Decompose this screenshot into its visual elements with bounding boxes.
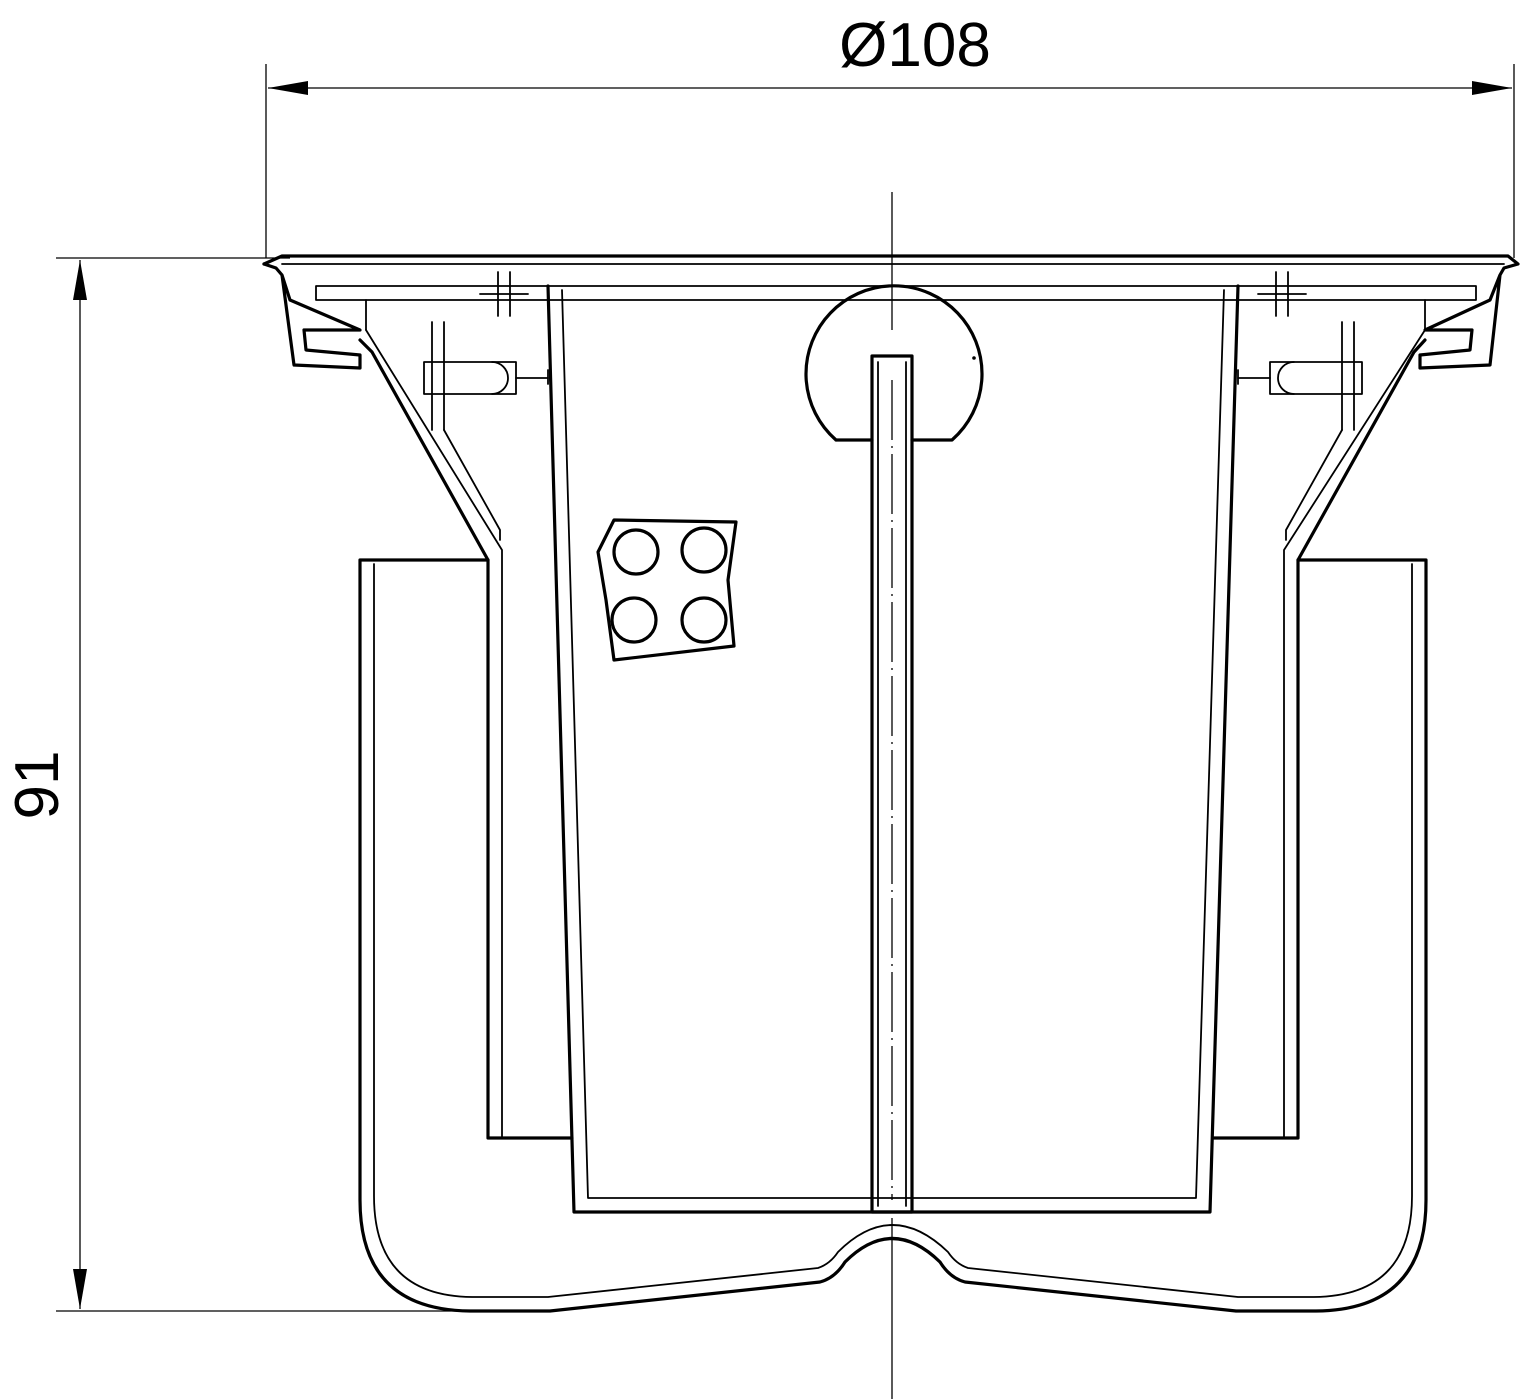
right-latch [1237,271,1363,541]
bucket-inner [561,289,1225,1199]
inner-bucket [546,284,1240,1214]
outer-basin [358,558,1428,1313]
handle-dot [972,356,976,360]
grate-frame [315,285,1477,301]
funnel-right-outer [1212,338,1427,1140]
perforation-hole-2 [680,526,728,574]
height-label: 91 [3,751,72,820]
funnel-left-inner [365,329,503,1139]
left-latch [423,271,549,541]
perforation-hole-1 [612,528,660,576]
bucket-outer [546,284,1240,1214]
right-latch-tip [1277,361,1295,395]
height-dimension: 91 [3,257,470,1312]
basin-inner-wall [373,563,1413,1298]
right-latch-spring [1285,429,1343,541]
perforation-plate-outline [596,518,738,662]
handle [804,284,984,442]
flange-left-profile [262,262,362,370]
tube-outline [870,354,914,1214]
funnel-right-inner [1283,329,1426,1139]
left-latch-tip [491,361,509,395]
perforation-hole-3 [610,596,658,644]
central-tube [870,354,914,1214]
funnel-left-outer [358,338,574,1140]
perforation-plate [596,518,738,662]
diameter-dimension: Ø108 [265,11,1515,258]
top-flange [262,254,1520,370]
perforation-hole-4 [680,596,728,644]
flange-right-profile [262,254,1520,370]
basin-outer-wall [358,558,1428,1313]
diameter-label: Ø108 [839,11,991,80]
handle-arc [804,284,984,442]
left-latch-spring [443,429,501,541]
